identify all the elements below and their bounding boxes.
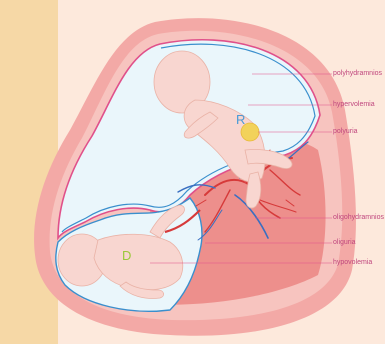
label-polyuria: polyuria	[333, 128, 358, 136]
recipient-twin-letter: R	[236, 112, 245, 127]
label-oliguria: oliguria	[333, 239, 356, 247]
label-oligohydramnios: oligohydramnios	[333, 214, 384, 222]
label-hypovolemia: hypovolemia	[333, 259, 372, 267]
label-polyhydramnios: polyhydramnios	[333, 70, 382, 78]
label-hypervolemia: hypervolemia	[333, 101, 375, 109]
donor-twin-letter: D	[122, 248, 131, 263]
